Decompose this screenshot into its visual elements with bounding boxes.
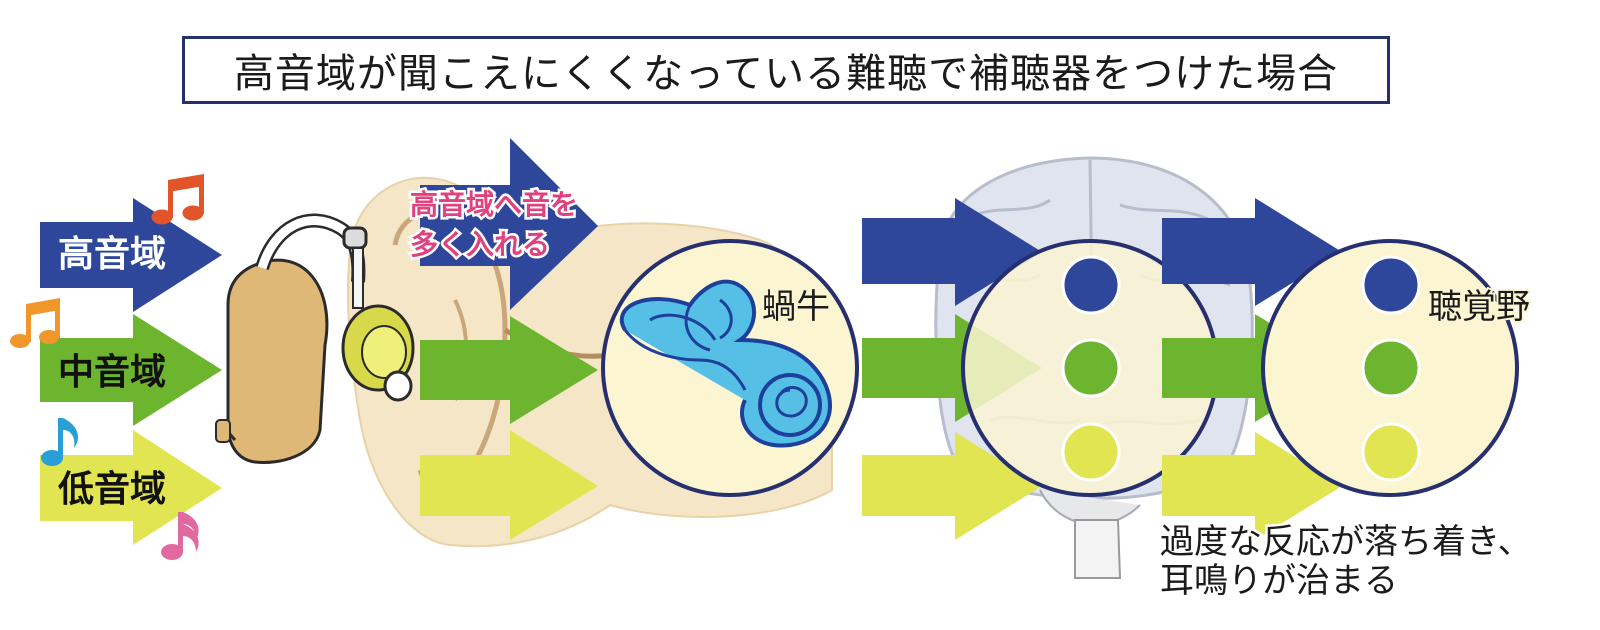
music-note-icon <box>10 298 60 348</box>
music-note-icon <box>41 418 79 466</box>
music-note-icon <box>161 512 199 560</box>
cochlea-label: 蝸牛 <box>762 287 830 327</box>
music-note-icon <box>151 174 204 225</box>
low-band-arrow-to-cortex-after <box>1162 432 1342 540</box>
result-note-line2: 耳鳴りが治まる <box>1160 561 1398 601</box>
high-band-label: 高音域 <box>58 234 166 275</box>
mid-band-response-dot-after <box>1361 338 1421 398</box>
boosted-high-band-arrow <box>420 138 598 310</box>
mid-band-arrow <box>40 314 222 426</box>
mid-band-arrow-to-cochlea <box>420 316 598 424</box>
high-band-response-dot-after <box>1361 255 1421 315</box>
high-band-arrow <box>40 198 222 312</box>
result-note-line1: 過度な反応が落ち着き、 <box>1160 522 1532 562</box>
title-box: 高音域が聞こえにくくなっている難聴で補聴器をつけた場合 <box>182 36 1390 104</box>
hearing-aid-device <box>215 213 415 465</box>
low-band-arrow <box>40 430 222 545</box>
page-title: 高音域が聞こえにくくなっている難聴で補聴器をつけた場合 <box>233 51 1339 97</box>
high-band-response-dot <box>1061 255 1121 315</box>
low-band-arrow-to-cortex <box>862 432 1042 540</box>
low-band-arrow-to-cochlea <box>420 430 598 540</box>
mid-band-label: 中音域 <box>58 352 166 393</box>
cochlea-icon <box>619 279 832 448</box>
hearing-aid-note-line1: 高音域へ音を <box>410 188 578 221</box>
low-band-response-dot-after <box>1361 422 1421 482</box>
auditory-cortex-label: 聴覚野 <box>1428 287 1530 327</box>
hearing-aid-note-line2: 多く入れる <box>410 228 550 261</box>
low-band-label: 低音域 <box>58 469 166 510</box>
mid-band-response-dot <box>1061 338 1121 398</box>
low-band-response-dot <box>1061 422 1121 482</box>
